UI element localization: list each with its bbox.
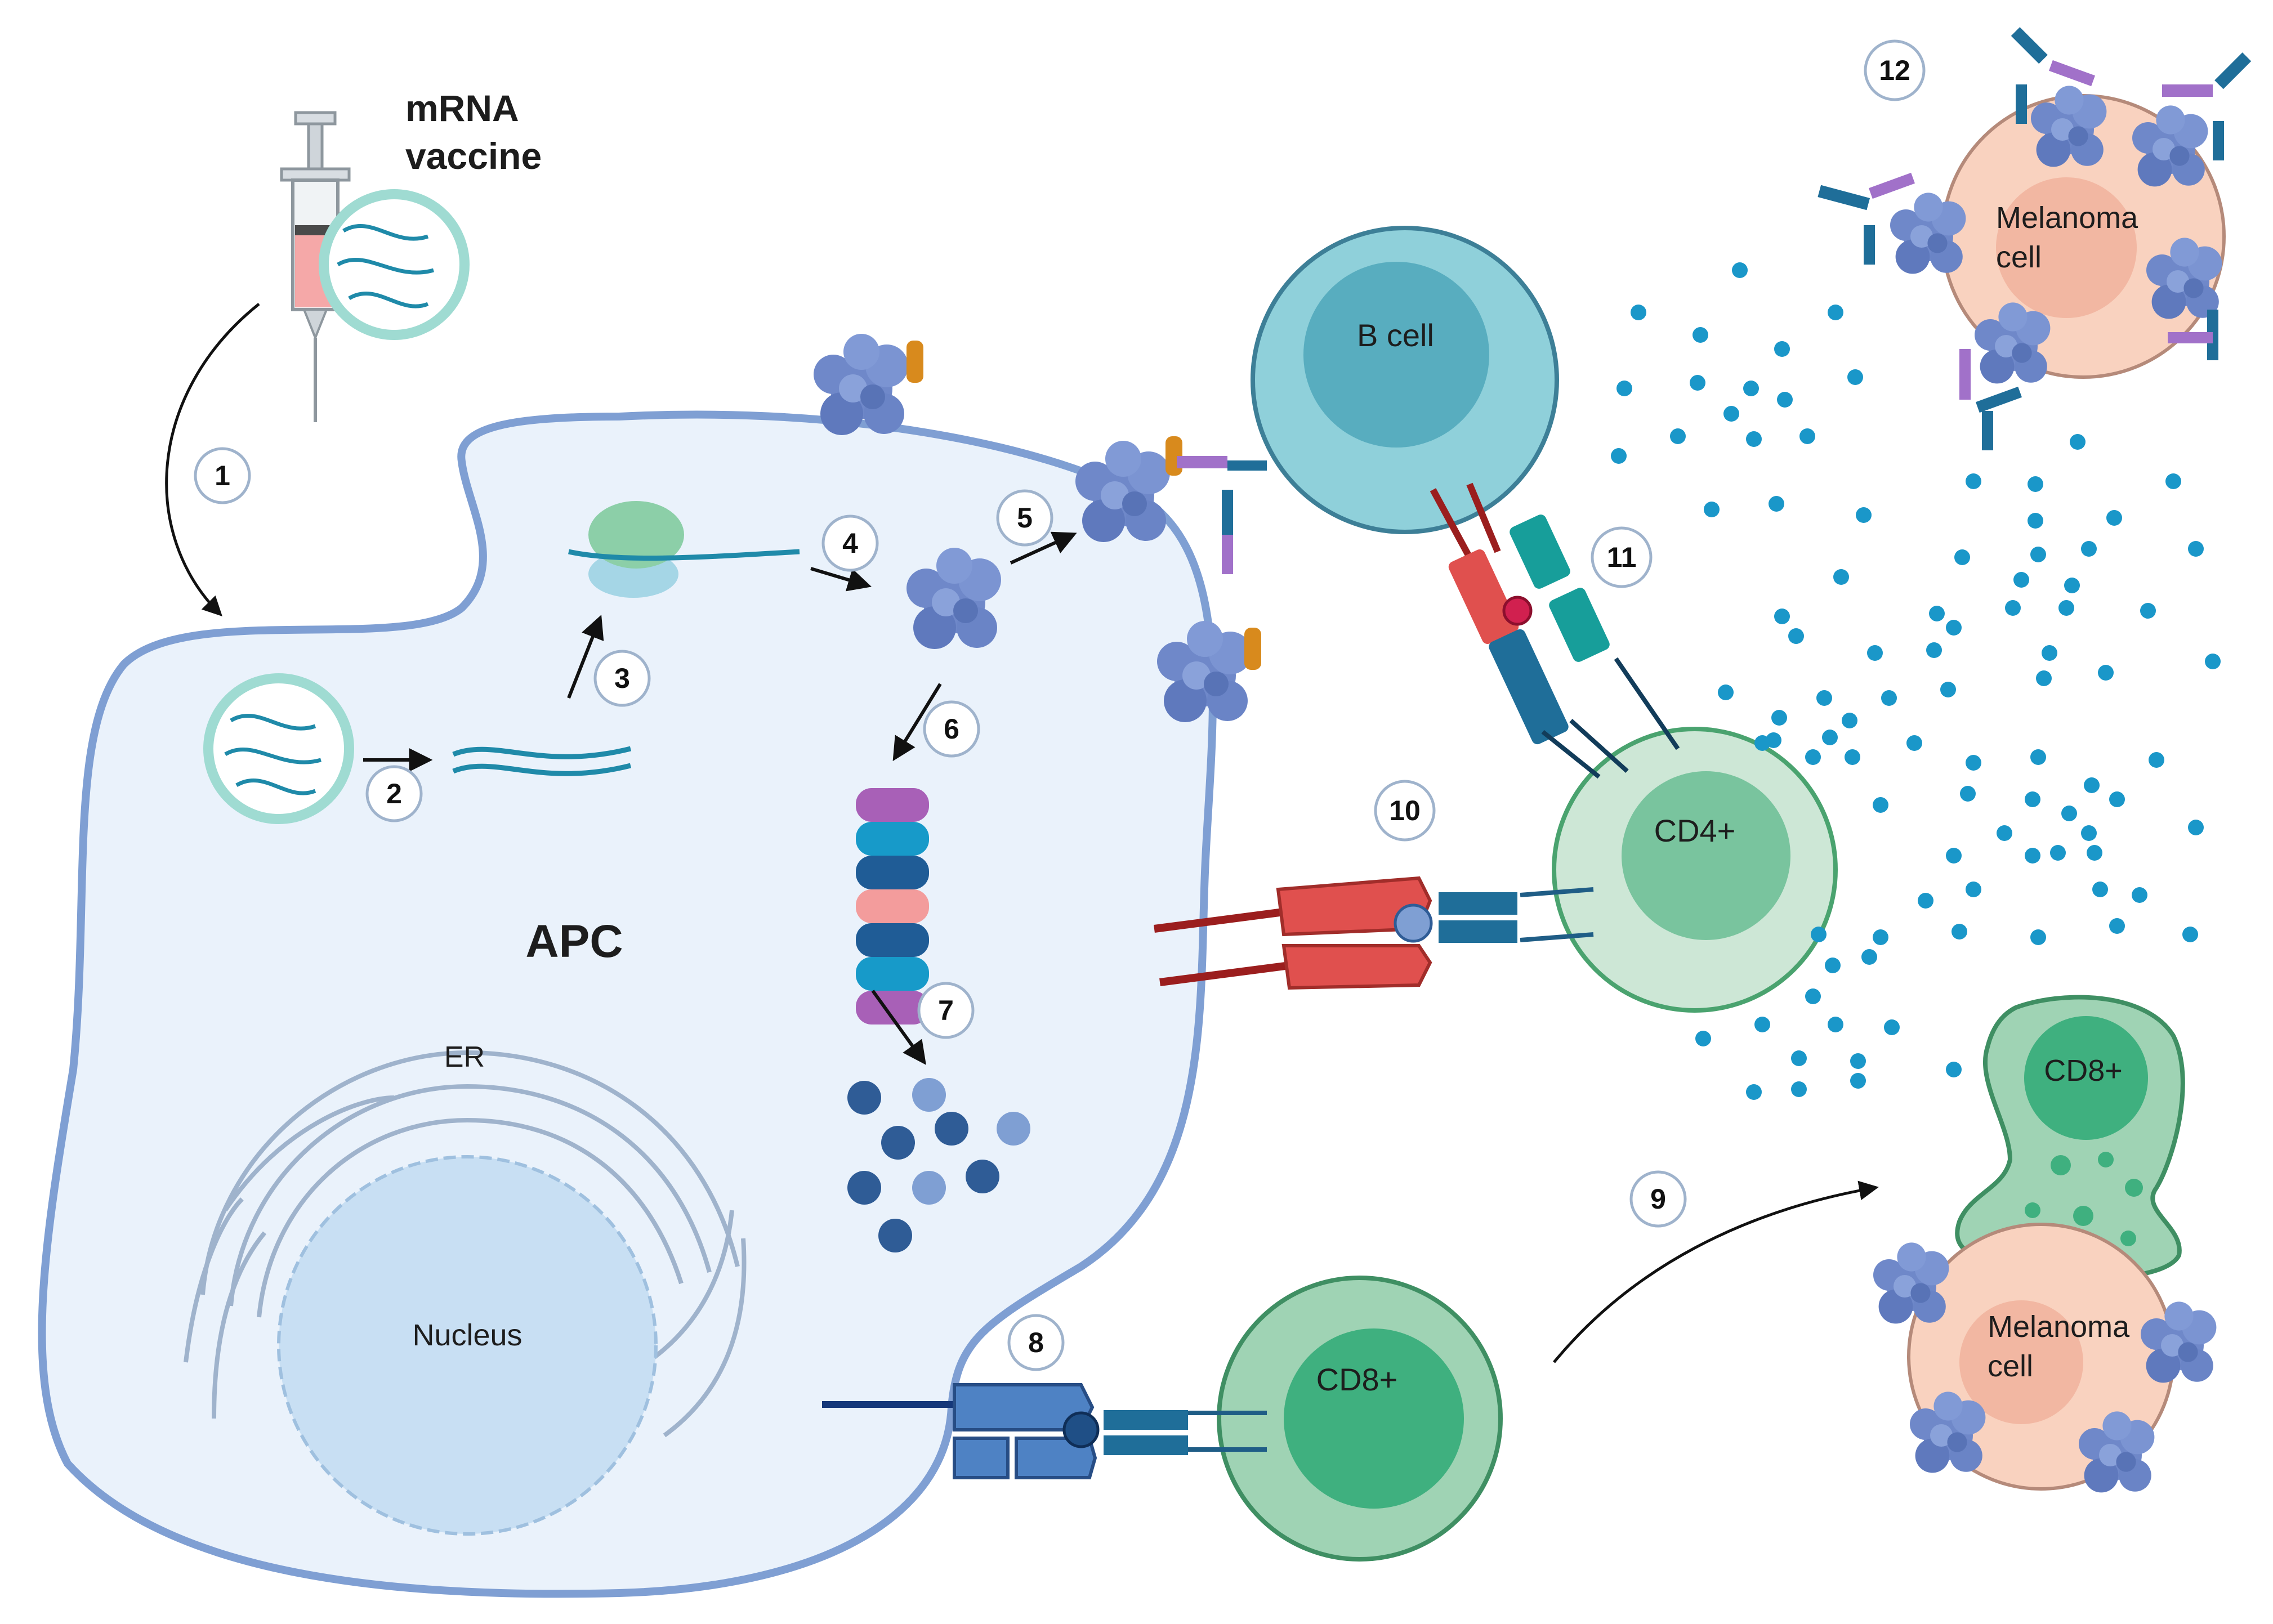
step-2: 2 (386, 778, 402, 809)
nucleus-label: Nucleus (412, 1318, 522, 1352)
melanoma-top-antigen-3 (1890, 193, 1966, 274)
melanoma-top-label-line1: Melanoma (1996, 201, 2138, 235)
ribosome-icon (568, 501, 800, 598)
antigen-protein-top (814, 334, 908, 435)
melanoma-bottom-antigen-1 (1873, 1242, 1949, 1324)
arrow-step1 (165, 303, 260, 616)
b-cell-nucleus (1303, 262, 1489, 448)
cd8-bottom-label: CD8+ (1316, 1362, 1398, 1397)
endoplasmic-reticulum (184, 1050, 747, 1438)
cd4-b-cell-interaction (1430, 482, 1680, 779)
cytokine-particles (1611, 262, 2221, 1100)
step-6: 6 (944, 713, 959, 745)
peptide-fragments (847, 1078, 1030, 1252)
melanoma-bottom-label-line2: cell (1988, 1349, 2033, 1383)
step-8: 8 (1028, 1327, 1044, 1358)
arrow-step7 (871, 990, 926, 1065)
step-4: 4 (842, 527, 858, 559)
endosome-lnp-icon (203, 673, 354, 824)
step-9: 9 (1650, 1183, 1666, 1215)
step-markers: 1 2 3 4 5 6 7 8 9 10 11 12 (194, 39, 1926, 1371)
released-mrna-icon (452, 746, 632, 776)
er-label: ER (444, 1041, 485, 1073)
melanoma-top-label-line2: cell (1996, 240, 2042, 274)
antigen-protein-surface (1075, 441, 1170, 542)
melanoma-top-antigen-1 (2031, 86, 2107, 167)
arrow-step4 (810, 567, 872, 592)
cd8-right-label: CD8+ (2044, 1054, 2123, 1088)
step-3: 3 (614, 663, 630, 694)
apc-label: APC (525, 916, 623, 967)
cd8-nucleus-bottom (1284, 1328, 1464, 1509)
cd4-nucleus (1622, 771, 1790, 940)
step-10: 10 (1389, 795, 1421, 826)
b-cell-label: B cell (1357, 317, 1434, 353)
arrow-step3 (567, 615, 604, 699)
step-7: 7 (938, 995, 954, 1026)
vaccine-label-line2: vaccine (405, 135, 542, 177)
nucleus (277, 1155, 658, 1536)
b-cell-receptor-icon (1177, 456, 1267, 574)
antibodies-icon (1817, 27, 2252, 450)
melanoma-bottom-label-line1: Melanoma (1988, 1310, 2130, 1344)
step-1: 1 (215, 460, 230, 491)
mhc-class-ii-tcr-complex (1154, 876, 1594, 990)
mhc-class-i-tcr-complex (822, 1383, 1267, 1479)
vaccine-label-line1: mRNA (405, 87, 519, 129)
arrow-step5 (1010, 531, 1077, 565)
arrow-step6 (892, 683, 942, 762)
step-11: 11 (1607, 542, 1637, 573)
arrow-step9 (1553, 1180, 1879, 1363)
cd8-t-cell-attacking (1955, 995, 2185, 1280)
lipid-nanoparticle-icon (319, 189, 470, 340)
proteasome-icon (856, 788, 929, 1024)
step-12: 12 (1879, 55, 1910, 86)
step-5: 5 (1017, 502, 1033, 534)
cd4-label: CD4+ (1654, 813, 1736, 848)
